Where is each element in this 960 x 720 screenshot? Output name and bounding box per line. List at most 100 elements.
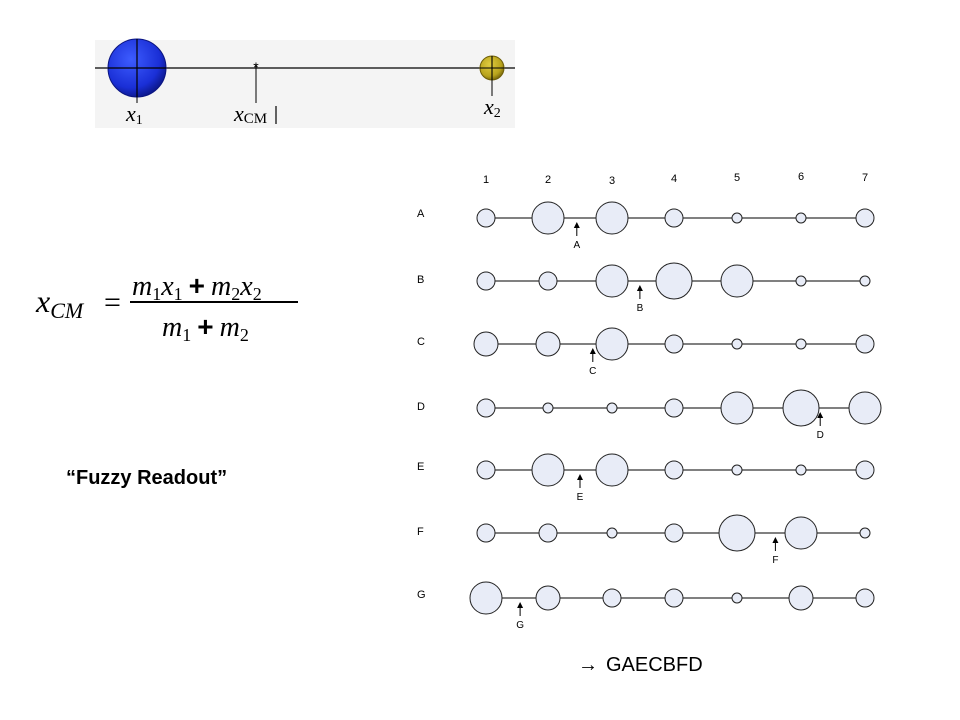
- pivot-arrowhead-E: [577, 474, 583, 480]
- mass-circle-F-3: [606, 527, 618, 539]
- mass-circle-B-5: [720, 264, 754, 298]
- mass-circle-E-7: [855, 460, 875, 480]
- mass-circle-C-7: [855, 334, 875, 354]
- mass-circle-F-6: [784, 516, 818, 550]
- mass-circle-F-5: [718, 514, 756, 552]
- answer-ranking: → GAECBFD: [578, 654, 703, 676]
- mass-circle-F-7: [859, 527, 871, 539]
- mass-circle-B-1: [476, 271, 496, 291]
- puzzle-row-C: CC: [417, 327, 875, 377]
- mass-circle-G-4: [664, 588, 684, 608]
- label-x2: x2: [483, 94, 501, 121]
- column-label-3: 3: [609, 175, 615, 187]
- fuzzy-readout-caption: “Fuzzy Readout”: [66, 467, 227, 489]
- mass-circle-C-2: [535, 331, 561, 357]
- mass-circle-F-4: [664, 523, 684, 543]
- mass-circle-A-3: [595, 201, 629, 235]
- row-label-A: A: [417, 208, 425, 220]
- column-label-5: 5: [734, 172, 740, 184]
- mass-circle-D-5: [720, 391, 754, 425]
- mass-circle-E-6: [795, 464, 807, 476]
- mass-circle-C-3: [595, 327, 629, 361]
- answer-text: GAECBFD: [606, 654, 703, 676]
- mass-circle-B-4: [655, 262, 693, 300]
- label-x1: x1: [125, 101, 143, 128]
- mass-circle-D-7: [848, 391, 882, 425]
- pivot-label-E: E: [577, 492, 584, 503]
- pivot-label-B: B: [637, 303, 644, 314]
- center-of-mass-formula: xCM = m1x1+m2x2 m1+m2: [35, 270, 298, 345]
- column-label-2: 2: [545, 174, 551, 186]
- mass-circle-A-5: [731, 212, 743, 224]
- mass-circle-D-3: [606, 402, 618, 414]
- two-mass-figure-background: [95, 40, 515, 128]
- mass-circle-C-4: [664, 334, 684, 354]
- mass-circle-G-1: [469, 581, 503, 615]
- row-label-C: C: [417, 336, 425, 348]
- pivot-arrowhead-B: [636, 285, 643, 291]
- puzzle-row-F: FF: [417, 514, 871, 566]
- mass-circle-B-2: [538, 271, 558, 291]
- formula-numerator: m1x1+m2x2: [132, 270, 262, 304]
- formula-denominator: m1+m2: [162, 311, 249, 345]
- pivot-label-F: F: [772, 555, 778, 566]
- two-mass-figure: * x1 xCM x2: [95, 38, 515, 128]
- mass-circle-C-1: [473, 331, 499, 357]
- mass-circle-B-6: [795, 275, 807, 287]
- pivot-label-G: G: [516, 620, 524, 631]
- mass-circle-D-6: [782, 389, 820, 427]
- mass-circle-A-1: [476, 208, 496, 228]
- label-xcm: xCM: [233, 101, 267, 127]
- center-of-mass-marker: *: [253, 59, 259, 75]
- mass-circle-G-3: [602, 588, 622, 608]
- pivot-label-D: D: [817, 430, 824, 441]
- pivot-arrowhead-D: [817, 412, 824, 418]
- mass-circle-A-7: [855, 208, 875, 228]
- mass-circle-G-2: [535, 585, 561, 611]
- mass-circle-E-4: [664, 460, 684, 480]
- mass-circle-G-7: [855, 588, 875, 608]
- pivot-arrowhead-G: [517, 602, 524, 608]
- mass-circle-A-6: [795, 212, 807, 224]
- formula-lhs: xCM: [35, 283, 85, 323]
- mass-circle-F-1: [476, 523, 496, 543]
- column-label-1: 1: [483, 174, 489, 186]
- mass-circle-E-3: [595, 453, 629, 487]
- mass-circle-E-5: [731, 464, 743, 476]
- mass-circle-A-2: [531, 201, 565, 235]
- mass-circle-D-4: [664, 398, 684, 418]
- puzzle-row-G: GG: [417, 581, 875, 631]
- column-label-6: 6: [798, 171, 804, 183]
- row-label-F: F: [417, 526, 424, 538]
- column-label-7: 7: [862, 172, 868, 184]
- mass-circle-B-3: [595, 264, 629, 298]
- mass-circle-E-2: [531, 453, 565, 487]
- row-label-D: D: [417, 401, 425, 413]
- mass-circle-C-5: [731, 338, 743, 350]
- pivot-arrowhead-F: [772, 537, 779, 543]
- pivot-arrowhead-A: [573, 222, 580, 228]
- pivot-arrowhead-C: [589, 348, 596, 354]
- mass-circle-A-4: [664, 208, 684, 228]
- row-label-E: E: [417, 461, 424, 473]
- answer-arrow: →: [578, 654, 598, 676]
- mass-circle-B-7: [859, 275, 871, 287]
- formula-equals: =: [104, 286, 121, 319]
- pivot-label-A: A: [573, 240, 580, 251]
- pivot-label-C: C: [589, 366, 596, 377]
- mass-circle-D-1: [476, 398, 496, 418]
- puzzle-row-A: AA: [417, 201, 875, 251]
- puzzle-row-D: DD: [417, 389, 882, 441]
- mass-circle-E-1: [476, 460, 496, 480]
- mass-circle-G-6: [788, 585, 814, 611]
- mass-circle-F-2: [538, 523, 558, 543]
- row-label-B: B: [417, 274, 424, 286]
- column-label-4: 4: [671, 173, 677, 185]
- puzzle-row-B: BB: [417, 262, 871, 314]
- puzzle-row-E: EE: [417, 453, 875, 503]
- mass-circle-G-5: [731, 592, 743, 604]
- row-label-G: G: [417, 589, 426, 601]
- mass-circle-D-2: [542, 402, 554, 414]
